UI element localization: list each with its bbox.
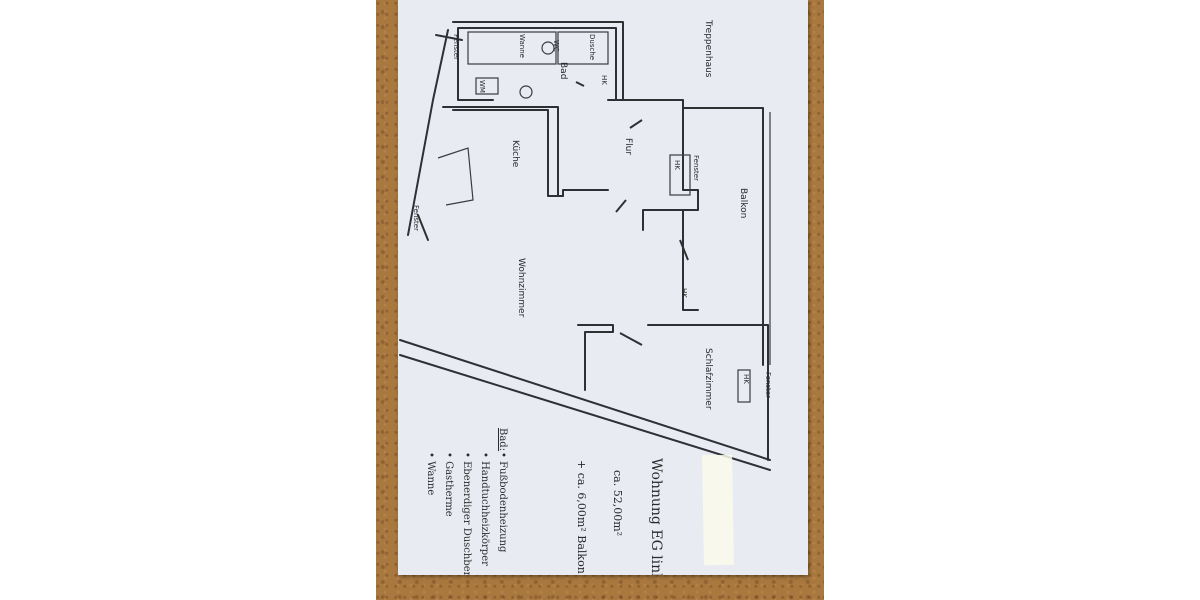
- label-fenster-flur: Fenster: [692, 155, 700, 181]
- bedroom-door: [619, 332, 643, 346]
- toilet: [541, 41, 555, 55]
- bedroom-walls: [577, 324, 614, 391]
- bad-feature-3: • Ebenerdiger Duschbereich: [461, 452, 472, 575]
- label-bad: Bad: [558, 62, 568, 80]
- balcony-door: [679, 239, 689, 261]
- living-walls: [682, 209, 699, 311]
- label-wc: WC: [552, 40, 560, 52]
- label-flur: Flur: [623, 138, 633, 156]
- bathtub: [467, 31, 557, 65]
- balcony-wall: [682, 107, 764, 366]
- label-balkon: Balkon: [738, 188, 748, 219]
- label-schlafzimmer: Schlafzimmer: [703, 348, 713, 410]
- label-hk-bad: HK: [600, 75, 608, 85]
- exterior-wall-diagonal: [399, 339, 771, 461]
- bad-features-heading: Bad:: [497, 428, 508, 452]
- label-fenster-schlafzimmer: Fenster: [764, 372, 772, 398]
- label-kueche: Küche: [510, 140, 520, 168]
- label-fenster-kueche: Fenster: [412, 205, 420, 231]
- bad-feature-4: • Gastherme: [443, 452, 454, 517]
- label-treppenhaus: Treppenhaus: [703, 20, 713, 78]
- label-hk-wohnzimmer: HK: [680, 288, 688, 298]
- label-fenster-bad: Fenster: [452, 34, 460, 60]
- label-wm: WM: [478, 80, 486, 93]
- kitchen-counter: [437, 147, 474, 206]
- door-flur-top: [629, 119, 643, 129]
- apartment-area: ca. 52,00m²: [611, 470, 624, 537]
- label-dusche: Dusche: [588, 34, 596, 61]
- label-wanne: Wanne: [518, 34, 526, 58]
- door-flur-bottom: [615, 199, 627, 213]
- washing-machine: [475, 77, 499, 95]
- kitchen-walls: [452, 109, 609, 197]
- label-hk-flur: HK: [673, 160, 681, 170]
- apartment-title: Wohnung EG links: [648, 458, 664, 575]
- exterior-wall-left: [407, 29, 449, 236]
- balcony-area: + ca. 6,00m² Balkon: [575, 460, 588, 574]
- label-wohnzimmer: Wohnzimmer: [516, 258, 526, 318]
- shower-area: [557, 31, 609, 65]
- bathroom-walls: [452, 21, 624, 101]
- bad-feature-5: • Wanne: [425, 452, 436, 496]
- bad-feature-1: • Fußbodenheizung: [497, 452, 508, 553]
- bedroom-heater: [737, 369, 751, 403]
- corridor-walls: [607, 99, 699, 231]
- tape-strip: [702, 454, 734, 566]
- bad-feature-2: • Handtuchheizkörper: [479, 452, 490, 566]
- floor-plan-drawing: [399, 21, 771, 471]
- washbasin: [519, 85, 533, 99]
- exterior-wall-diagonal-inner: [399, 354, 771, 471]
- kitchen-window: [417, 214, 429, 241]
- bath-window: [435, 34, 463, 41]
- bathroom-lower-wall: [442, 106, 564, 197]
- door-bath: [575, 81, 585, 87]
- label-hk-schlafzimmer: HK: [742, 374, 750, 384]
- floor-plan-sheet: Treppenhaus Bad Dusche Wanne WC WM Fenst…: [398, 0, 808, 575]
- bedroom-walls-right: [647, 324, 769, 461]
- window-flur: [669, 154, 691, 196]
